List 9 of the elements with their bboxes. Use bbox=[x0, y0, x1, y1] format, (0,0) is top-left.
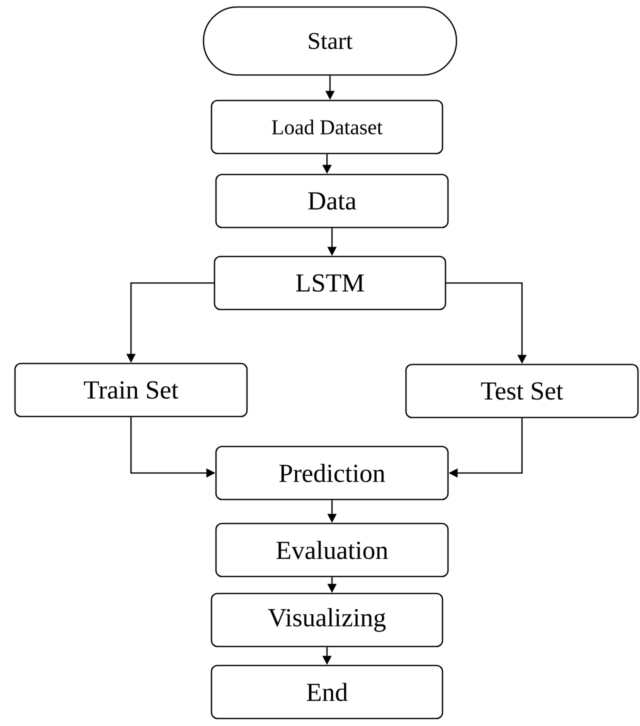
process-box: Train Set bbox=[14, 362, 248, 418]
process-box: Prediction bbox=[215, 446, 449, 500]
process-box: End bbox=[210, 664, 444, 720]
process-box: Test Set bbox=[405, 364, 639, 418]
process-box: Load Dataset bbox=[210, 100, 444, 154]
process-box: LSTM bbox=[214, 256, 446, 310]
process-box: Visualizing bbox=[210, 592, 444, 648]
process-box: Data bbox=[215, 174, 449, 228]
process-box: Evaluation bbox=[215, 522, 449, 578]
